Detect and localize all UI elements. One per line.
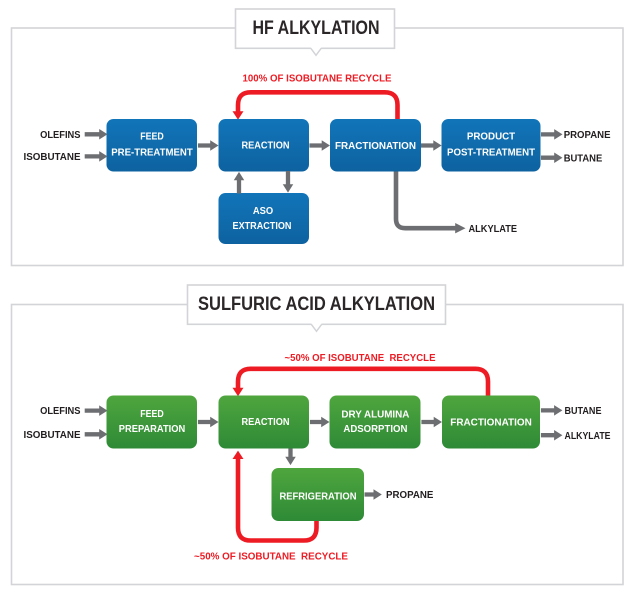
svg-text:FEED: FEED (140, 131, 164, 143)
svg-text:PROPANE: PROPANE (564, 130, 611, 141)
svg-text:100% OF ISOBUTANE RECYCLE: 100% OF ISOBUTANE RECYCLE (243, 72, 392, 84)
svg-text:ISOBUTANE: ISOBUTANE (24, 152, 81, 163)
svg-text:ASO: ASO (253, 205, 273, 217)
svg-text:SULFURIC ACID ALKYLATION: SULFURIC ACID ALKYLATION (198, 294, 435, 315)
svg-text:PRODUCT: PRODUCT (467, 131, 516, 143)
svg-text:ADSORPTION: ADSORPTION (343, 423, 407, 435)
svg-text:POST-TREATMENT: POST-TREATMENT (447, 147, 536, 159)
svg-text:DRY ALUMINA: DRY ALUMINA (341, 408, 409, 420)
svg-text:PRE-TREATMENT: PRE-TREATMENT (111, 147, 193, 159)
svg-text:FEED: FEED (140, 408, 164, 420)
svg-text:OLEFINS: OLEFINS (40, 406, 81, 417)
svg-text:REACTION: REACTION (242, 140, 290, 152)
svg-text:~50% OF ISOBUTANE RECYCLE: ~50% OF ISOBUTANE RECYCLE (194, 550, 348, 562)
svg-text:PREPARATION: PREPARATION (119, 423, 185, 435)
svg-text:REACTION: REACTION (242, 416, 290, 428)
svg-text:FRACTIONATION: FRACTIONATION (335, 140, 416, 152)
svg-text:ISOBUTANE: ISOBUTANE (24, 430, 81, 441)
svg-text:ALKYLATE: ALKYLATE (565, 431, 611, 442)
svg-text:BUTANE: BUTANE (565, 406, 602, 417)
svg-text:FRACTIONATION: FRACTIONATION (450, 416, 532, 428)
svg-text:EXTRACTION: EXTRACTION (233, 220, 292, 232)
svg-text:REFRIGERATION: REFRIGERATION (280, 491, 357, 503)
svg-text:~50% OF ISOBUTANE RECYCLE: ~50% OF ISOBUTANE RECYCLE (285, 352, 436, 364)
svg-text:HF ALKYLATION: HF ALKYLATION (253, 18, 380, 39)
svg-text:BUTANE: BUTANE (564, 153, 603, 164)
svg-text:PROPANE: PROPANE (386, 490, 434, 501)
svg-text:ALKYLATE: ALKYLATE (469, 224, 518, 235)
svg-text:OLEFINS: OLEFINS (40, 130, 81, 141)
